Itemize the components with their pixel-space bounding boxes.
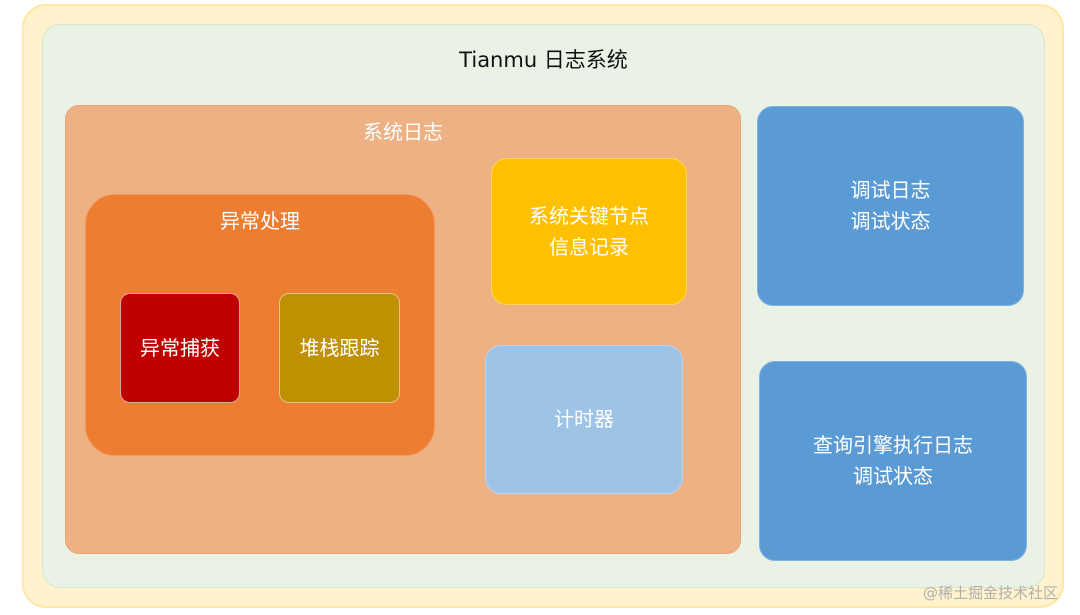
watermark: @稀土掘金技术社区 (922, 584, 1058, 602)
exception-catch-box: 异常捕获 (120, 293, 240, 403)
system-log-label: 系统日志 (363, 120, 443, 144)
exception-catch-label: 异常捕获 (140, 335, 220, 360)
key-node-line1: 系统关键节点 (529, 203, 649, 228)
debug-log-line2: 调试状态 (850, 209, 931, 233)
stack-trace-box: 堆栈跟踪 (279, 293, 400, 403)
query-log-line2: 调试状态 (853, 464, 933, 488)
timer-label: 计时器 (554, 407, 614, 431)
key-node-box: 系统关键节点 信息记录 (491, 158, 687, 305)
stack-trace-label: 堆栈跟踪 (299, 335, 380, 360)
diagram-title: Tianmu 日志系统 (459, 48, 628, 72)
debug-log-box: 调试日志 调试状态 (757, 106, 1024, 306)
debug-log-line1: 调试日志 (850, 178, 931, 202)
exception-handling-label: 异常处理 (220, 209, 300, 233)
key-node-line2: 信息记录 (549, 234, 629, 259)
timer-box: 计时器 (485, 345, 683, 494)
query-log-line1: 查询引擎执行日志 (813, 433, 973, 457)
query-engine-log-box: 查询引擎执行日志 调试状态 (759, 361, 1027, 561)
